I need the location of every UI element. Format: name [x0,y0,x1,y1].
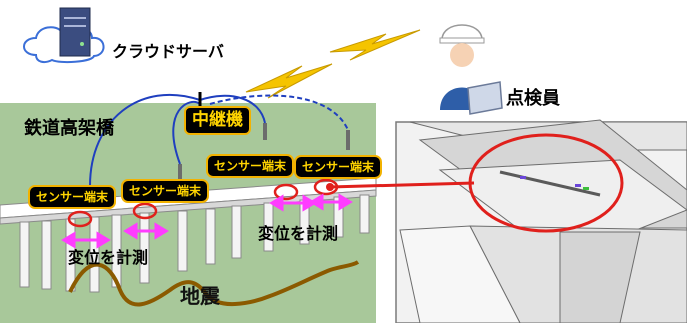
viaduct-label: 鉄道高架橋 [24,118,114,139]
signal-lines [89,94,349,187]
sensor-terminal-label: センサー端末 [28,185,117,209]
sensor-terminal-label: センサー端末 [121,179,210,203]
repeater-label: 中継機 [184,106,251,135]
callout [326,133,624,233]
sensor-terminal-label: センサー端末 [294,155,383,179]
cloud-server-label: クラウドサーバ [112,42,224,61]
earthquake-label: 地震 [180,284,220,308]
inspector-label: 点検員 [506,88,560,109]
lightning-icon [245,29,421,99]
displacement-arrows [61,193,353,249]
measure-label: 変位を計測 [258,224,339,243]
tablet-icon [467,81,503,115]
measure-label: 変位を計測 [68,248,149,267]
server-icon [59,7,91,57]
bridge-closeup-image [395,119,687,323]
earthquake-wave [68,260,360,307]
sensor-terminal-label: センサー端末 [206,154,295,178]
